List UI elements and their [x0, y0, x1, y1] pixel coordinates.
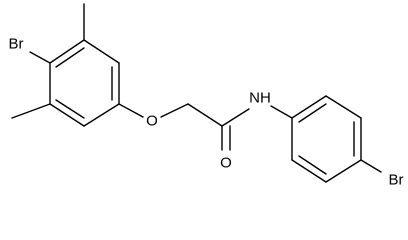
bond — [83, 39, 120, 64]
methyl-bond-bottom — [11, 103, 51, 119]
bond — [325, 159, 362, 183]
bond — [55, 47, 85, 68]
bromine-atom-label: Br — [389, 172, 404, 189]
structure-canvas: Br O NH O Br — [8, 3, 404, 189]
right-benzene-ring — [291, 95, 362, 183]
bond-ether-o-to-ch2 — [160, 103, 189, 118]
bromine-atom-label: Br — [9, 36, 24, 53]
bond-to-bromine-left — [29, 51, 51, 64]
bond — [55, 99, 85, 119]
bond — [325, 95, 362, 119]
bond — [298, 103, 327, 123]
chemical-structure-diagram: Br O NH O Br — [9, 3, 404, 189]
bond-ch2-to-carbonyl-c — [187, 103, 223, 127]
ether-oxygen-label: O — [146, 113, 158, 130]
bond — [291, 95, 327, 119]
carbonyl-oxygen-label: O — [220, 155, 232, 172]
bond — [83, 103, 120, 127]
amide-nitrogen-label: NH — [249, 90, 271, 107]
bond — [291, 159, 327, 183]
bond — [49, 103, 85, 127]
bond — [49, 39, 85, 64]
left-benzene-ring — [49, 39, 120, 127]
bond-carbonyl-c-to-n — [221, 108, 250, 127]
bond-n-to-ring — [270, 105, 293, 119]
bond-ring-to-ether-o — [118, 103, 144, 118]
bond-to-bromine-right — [360, 159, 382, 173]
bond — [298, 155, 327, 175]
